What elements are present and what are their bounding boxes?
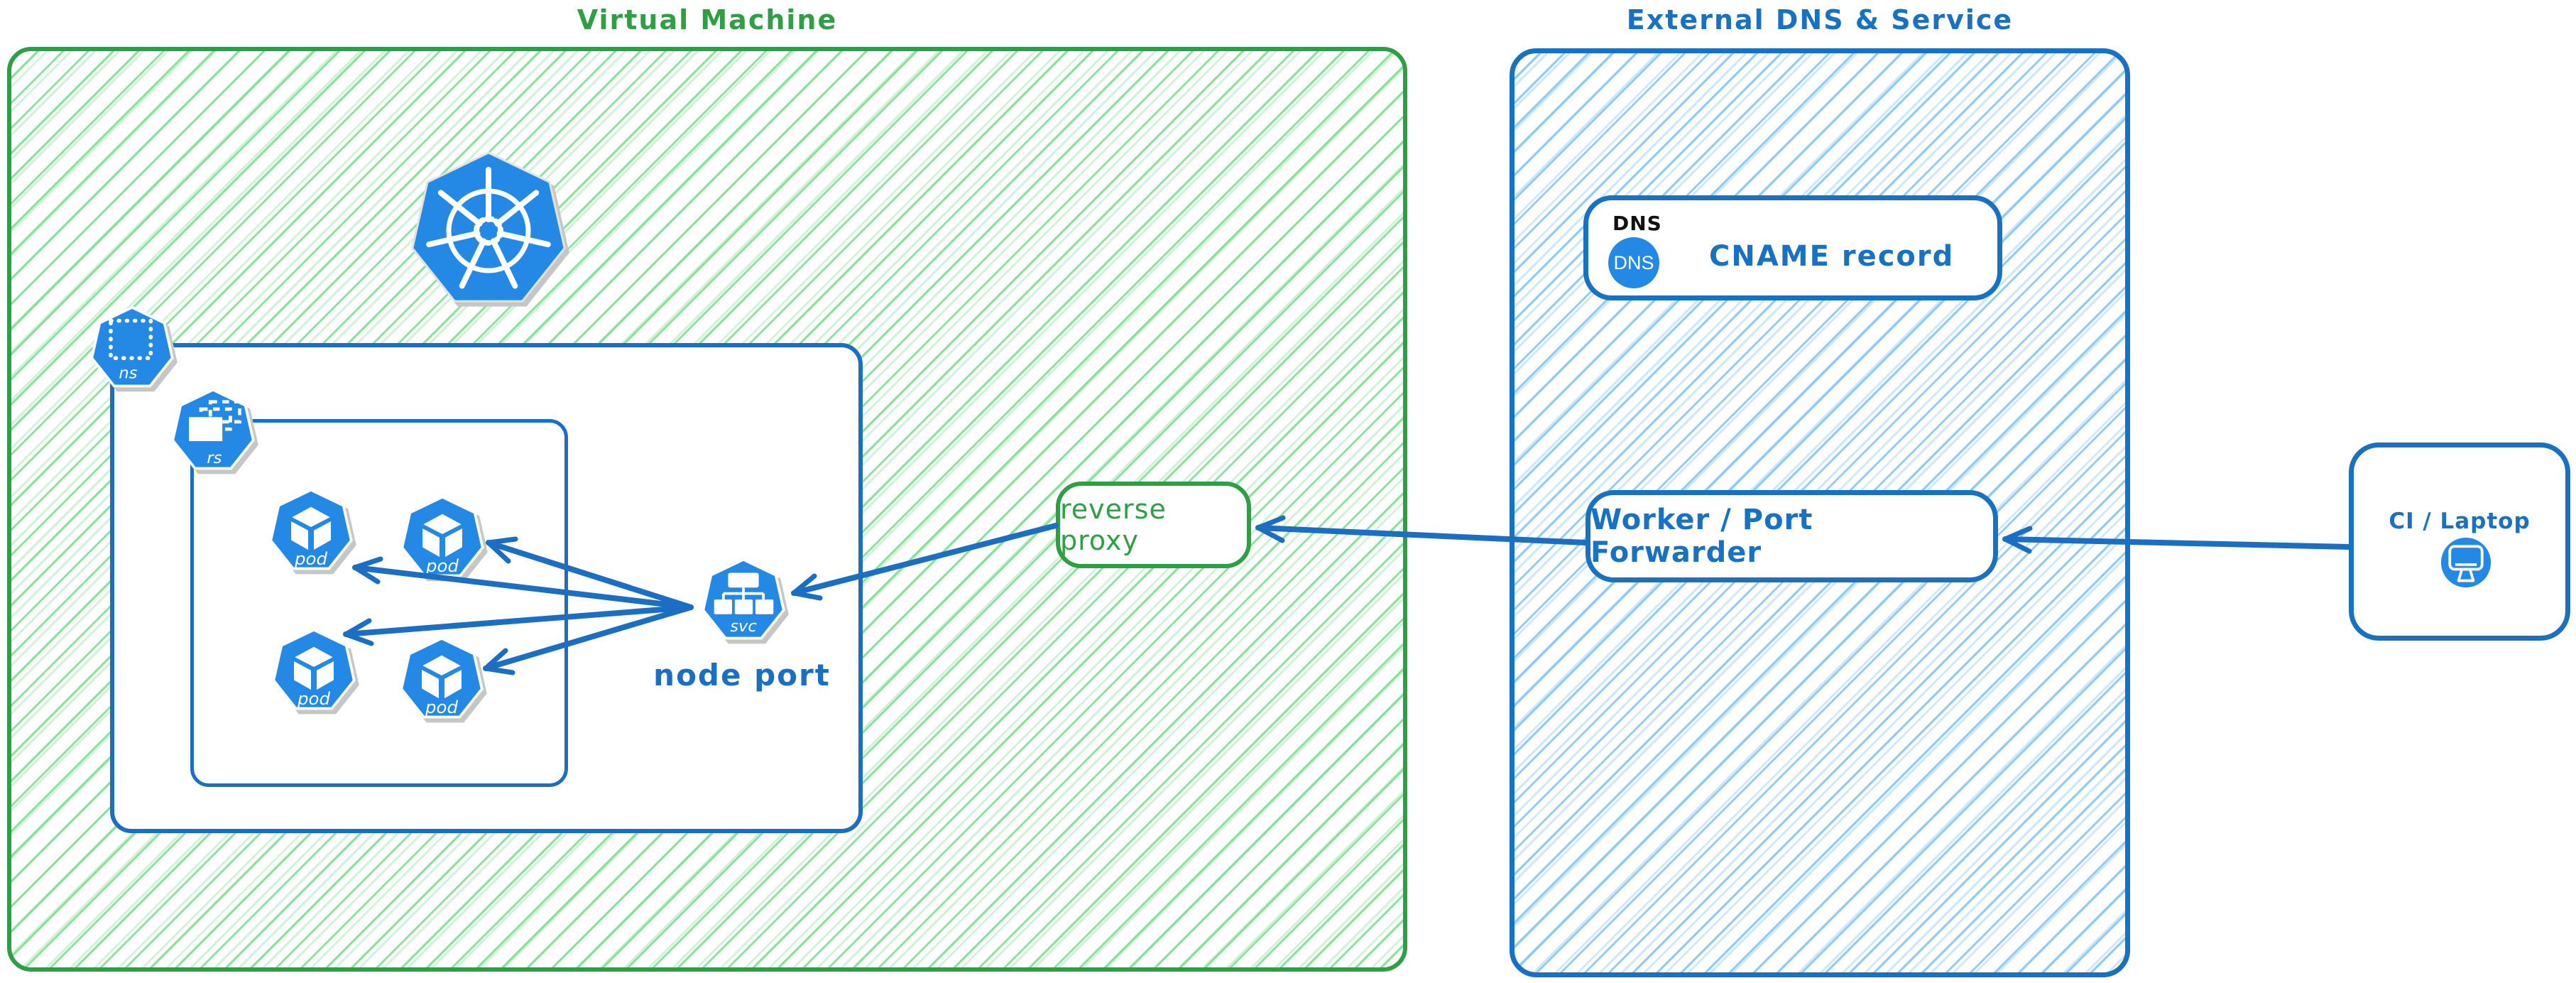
- worker-port-forwarder-label: Worker / Port Forwarder: [1590, 504, 1813, 569]
- service-icon-label: svc: [730, 617, 757, 636]
- pod-icon: pod: [272, 628, 356, 710]
- ci-laptop-box: CI / Laptop: [2349, 442, 2570, 641]
- pod-icon-label: pod: [294, 548, 327, 569]
- kubernetes-logo-icon: [411, 151, 566, 303]
- dns-record-box: DNS DNS CNAME record: [1583, 195, 2002, 300]
- namespace-icon: ns: [90, 305, 174, 388]
- replicaset-icon-label: rs: [207, 449, 222, 467]
- pod-icon: pod: [269, 488, 353, 570]
- pod-icon: pod: [400, 636, 484, 719]
- namespace-dotted-square: [109, 318, 153, 360]
- pod-cube: [420, 511, 465, 560]
- dns-tag-label: DNS: [1612, 212, 1662, 235]
- namespace-icon-label: ns: [119, 364, 137, 382]
- reverse-proxy-box: reverse proxy: [1056, 482, 1251, 568]
- dns-badge-icon: DNS: [1608, 237, 1659, 288]
- pod-icon-label: pod: [297, 688, 330, 709]
- service-tree: [714, 572, 774, 614]
- pod-cube: [419, 653, 464, 702]
- pod-icon-label: pod: [425, 555, 459, 576]
- kubernetes-wheel: [426, 167, 551, 289]
- pod-cube: [291, 644, 337, 693]
- virtual-machine-title: Virtual Machine: [577, 4, 838, 36]
- ci-laptop-label: CI / Laptop: [2389, 509, 2531, 534]
- monitor-icon: [2440, 537, 2492, 588]
- cname-record-label: CNAME record: [1709, 240, 1955, 273]
- pod-cube: [288, 504, 334, 553]
- dns-badge-label: DNS: [1613, 251, 1654, 273]
- reverse-proxy-label: reverse proxy: [1060, 494, 1167, 556]
- node-port-label: node port: [653, 658, 831, 693]
- replicaset-icon: rs: [171, 388, 255, 470]
- service-icon: svc: [702, 558, 785, 640]
- pod-icon: pod: [400, 495, 484, 577]
- pod-icon-label: pod: [425, 697, 458, 717]
- worker-port-forwarder-box: Worker / Port Forwarder: [1586, 490, 1998, 582]
- external-dns-service-title: External DNS & Service: [1626, 4, 2014, 36]
